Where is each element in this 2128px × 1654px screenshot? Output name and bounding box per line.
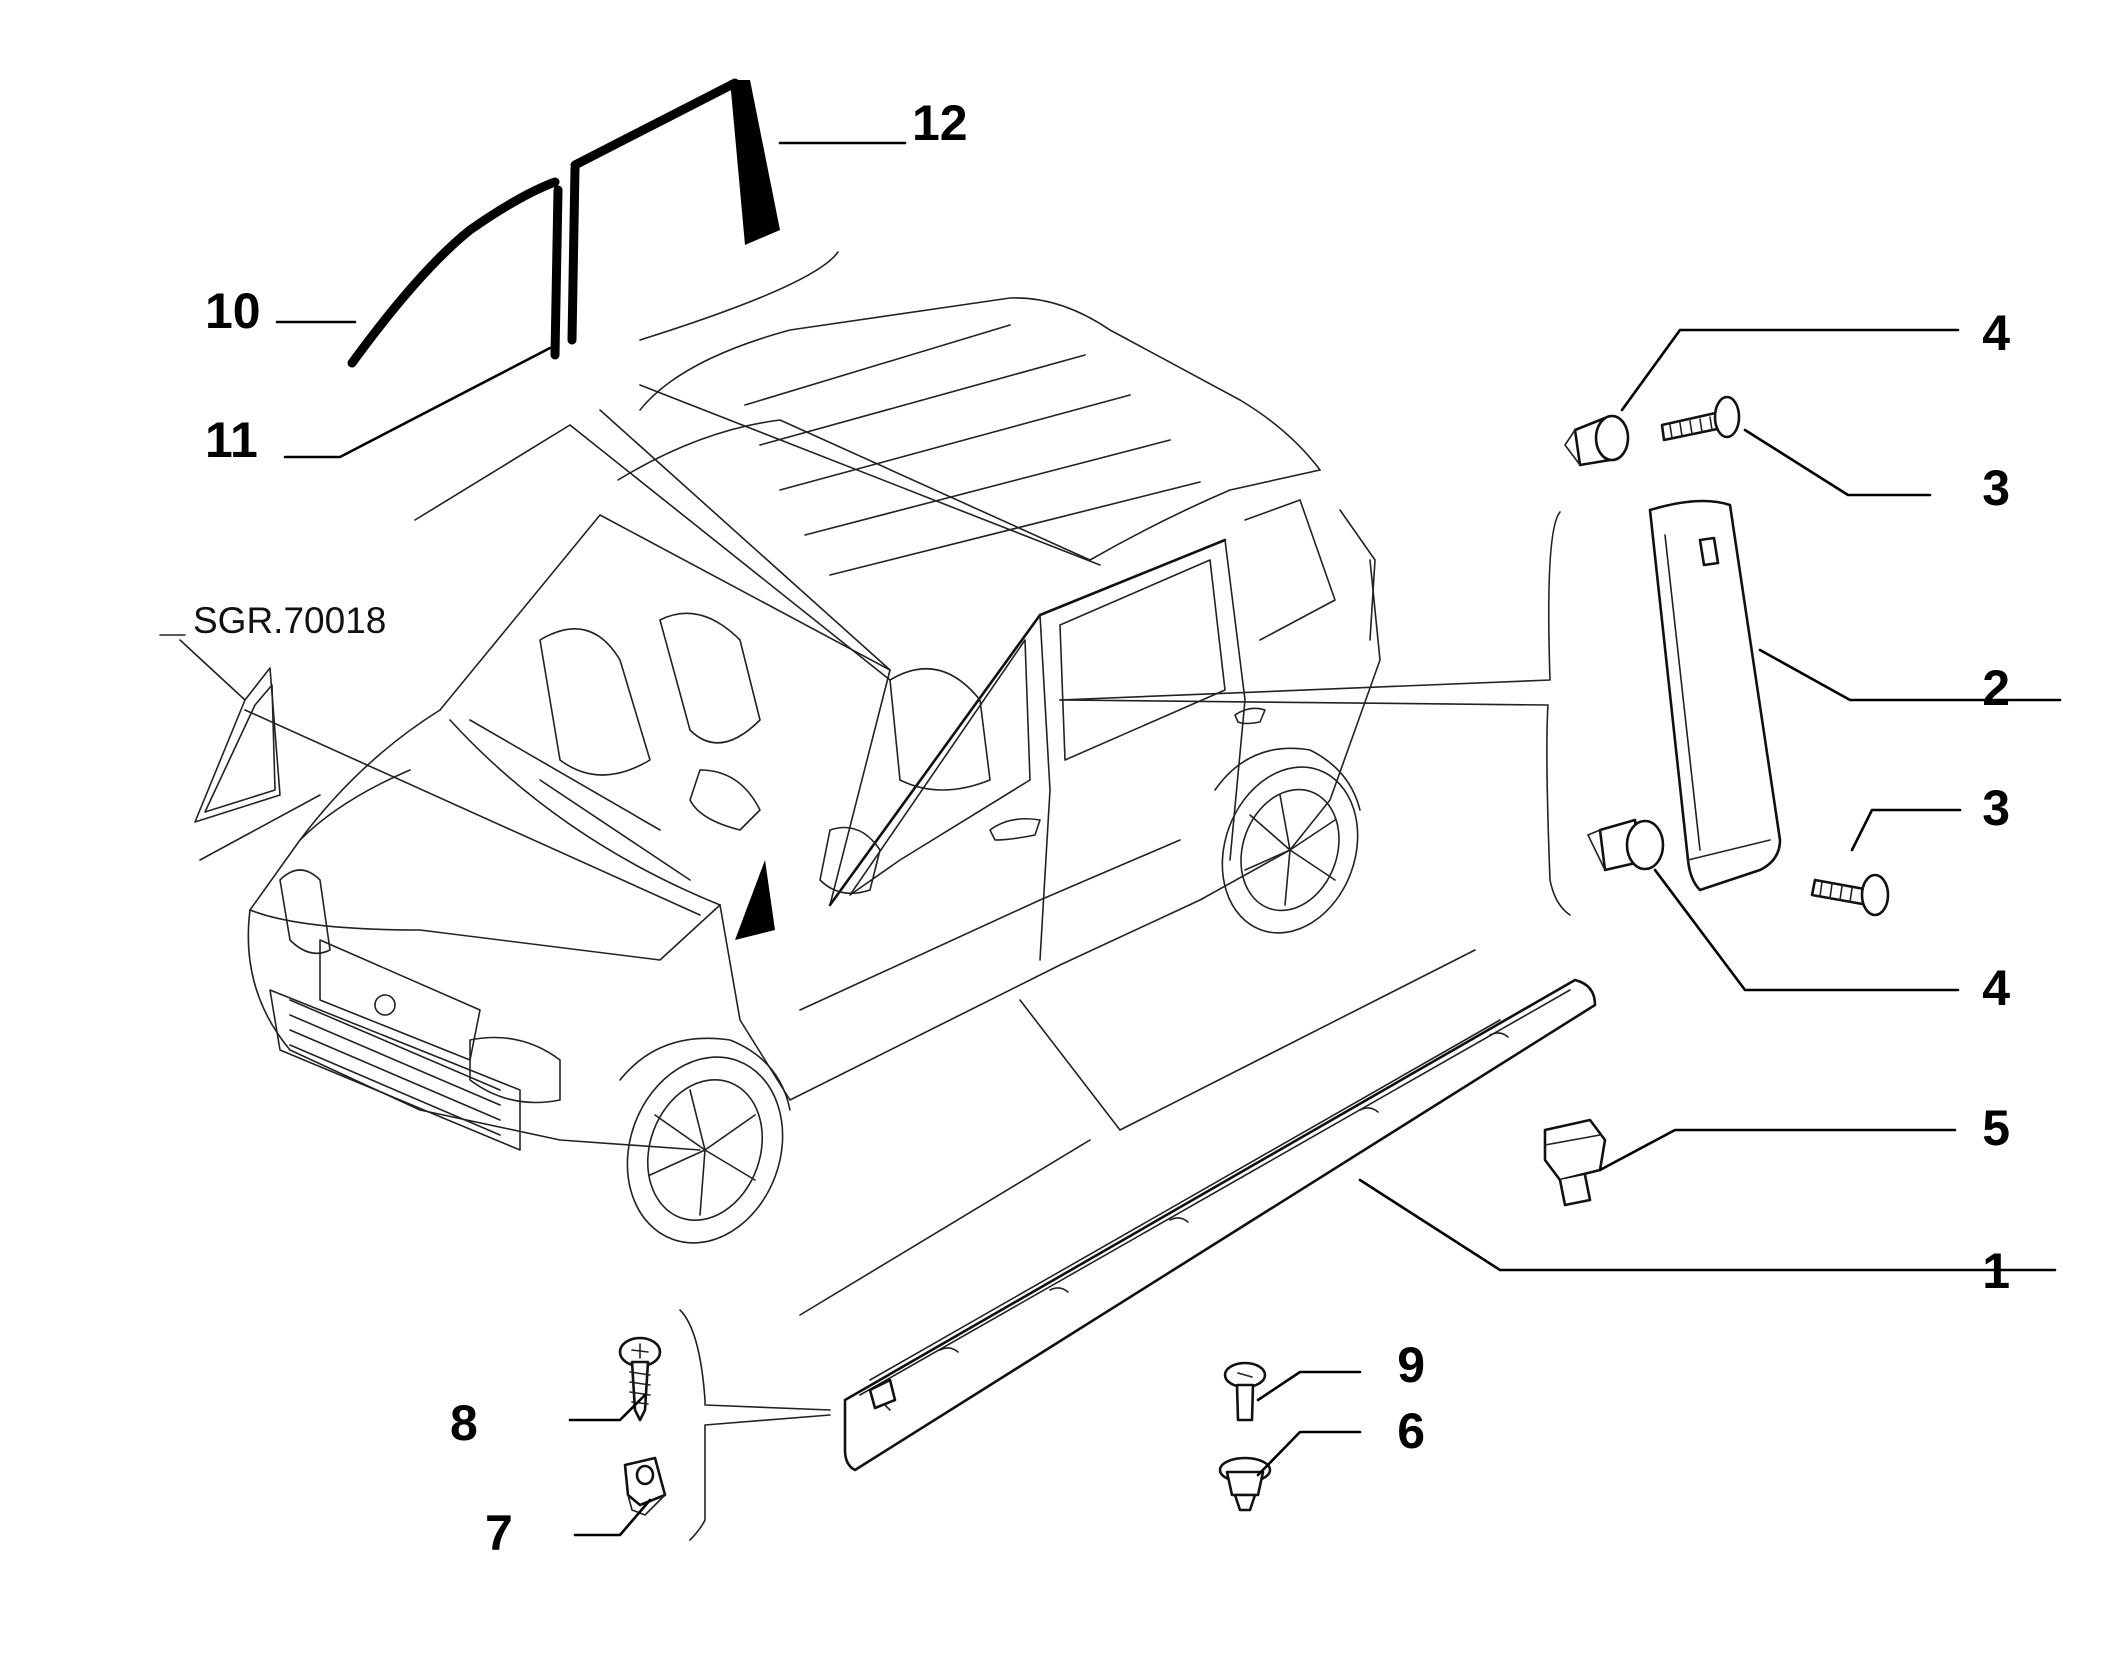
callout-5: 5	[1982, 1100, 2010, 1156]
door-seals	[347, 78, 780, 368]
fastener-3-top	[1660, 395, 1741, 442]
seal-10	[347, 177, 560, 368]
callout-7: 7	[485, 1505, 513, 1561]
callout-4-top: 4	[1982, 305, 2010, 361]
car-illustration	[247, 297, 1381, 1244]
callout-11: 11	[205, 412, 258, 468]
leader-lines	[179, 251, 1571, 1541]
callout-8: 8	[450, 1395, 478, 1451]
seal-12-frame	[570, 78, 740, 170]
fastener-4-top	[1564, 414, 1630, 467]
reference-code: SGR.70018	[193, 600, 386, 641]
side-sill-part-1	[843, 978, 1597, 1472]
callout-4-bottom: 4	[1982, 960, 2010, 1016]
screw-part-8	[618, 1336, 662, 1422]
callout-3-top: 3	[1982, 460, 2010, 516]
callout-leaders	[159, 141, 2062, 1537]
seal-12-pillar	[730, 80, 780, 245]
callout-labels: 1 2 3 3 4 4 5 6 7 8 9 10 11 12 SGR.70018	[193, 95, 2010, 1561]
seal-11-b	[567, 163, 580, 345]
seal-11	[550, 185, 563, 360]
callout-9: 9	[1397, 1337, 1425, 1393]
callout-12: 12	[912, 95, 968, 151]
clip-part-7	[623, 1456, 667, 1516]
callout-2: 2	[1982, 660, 2010, 716]
plug-part-6	[1218, 1456, 1272, 1512]
callout-1: 1	[1982, 1243, 2010, 1299]
pillar-trim-part-2	[1648, 499, 1782, 892]
fastener-3-bottom	[1810, 873, 1890, 917]
callout-6: 6	[1397, 1403, 1425, 1459]
callout-3-bottom: 3	[1982, 780, 2010, 836]
screw-part-9	[1223, 1361, 1267, 1422]
fastener-4-bottom	[1587, 818, 1665, 872]
reference-glass-panel	[194, 667, 281, 823]
clip-part-5	[1543, 1118, 1607, 1207]
callout-10: 10	[205, 283, 261, 339]
